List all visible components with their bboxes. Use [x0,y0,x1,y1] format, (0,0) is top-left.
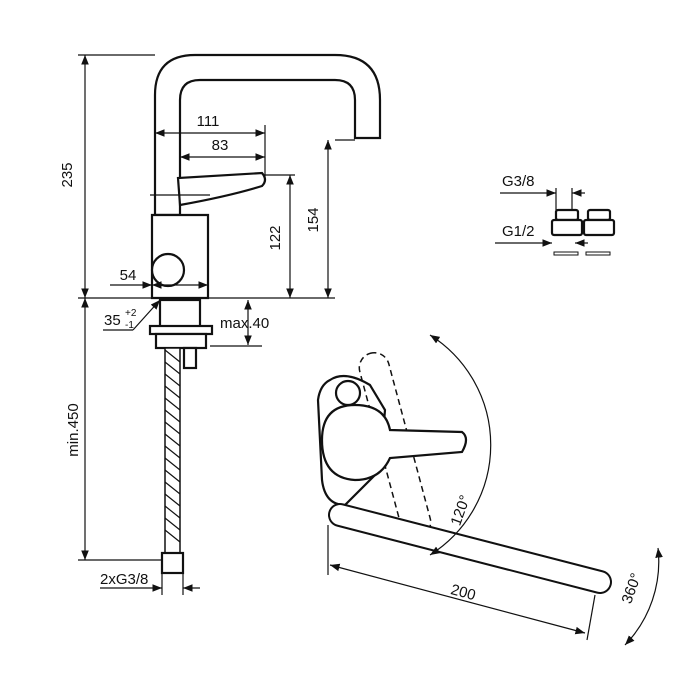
dim-35: 35 [104,312,121,329]
dim-154: 154 [305,207,322,232]
dim-83: 83 [212,137,229,154]
dimension-lines [78,54,355,595]
dim-2xG38: 2xG3/8 [100,571,148,588]
faucet-top-view [316,334,663,646]
dim-min450: min.450 [65,403,82,456]
tol-minus: -1 [125,320,134,331]
thread-adapters [495,188,616,256]
faucet-side-view [150,53,382,300]
angle-360: 360° [618,571,645,606]
angle-120: 120° [447,493,474,528]
label-g38: G3/8 [502,173,535,190]
dim-max40: max.40 [220,315,269,332]
dim-54: 54 [120,267,137,284]
tol-plus: +2 [125,308,137,319]
label-g12: G1/2 [502,223,535,240]
dim-200: 200 [449,581,478,604]
dim-111: 111 [197,113,220,130]
dim-235: 235 [59,162,76,187]
dim-122: 122 [267,225,284,250]
mounting-kit [148,298,214,575]
